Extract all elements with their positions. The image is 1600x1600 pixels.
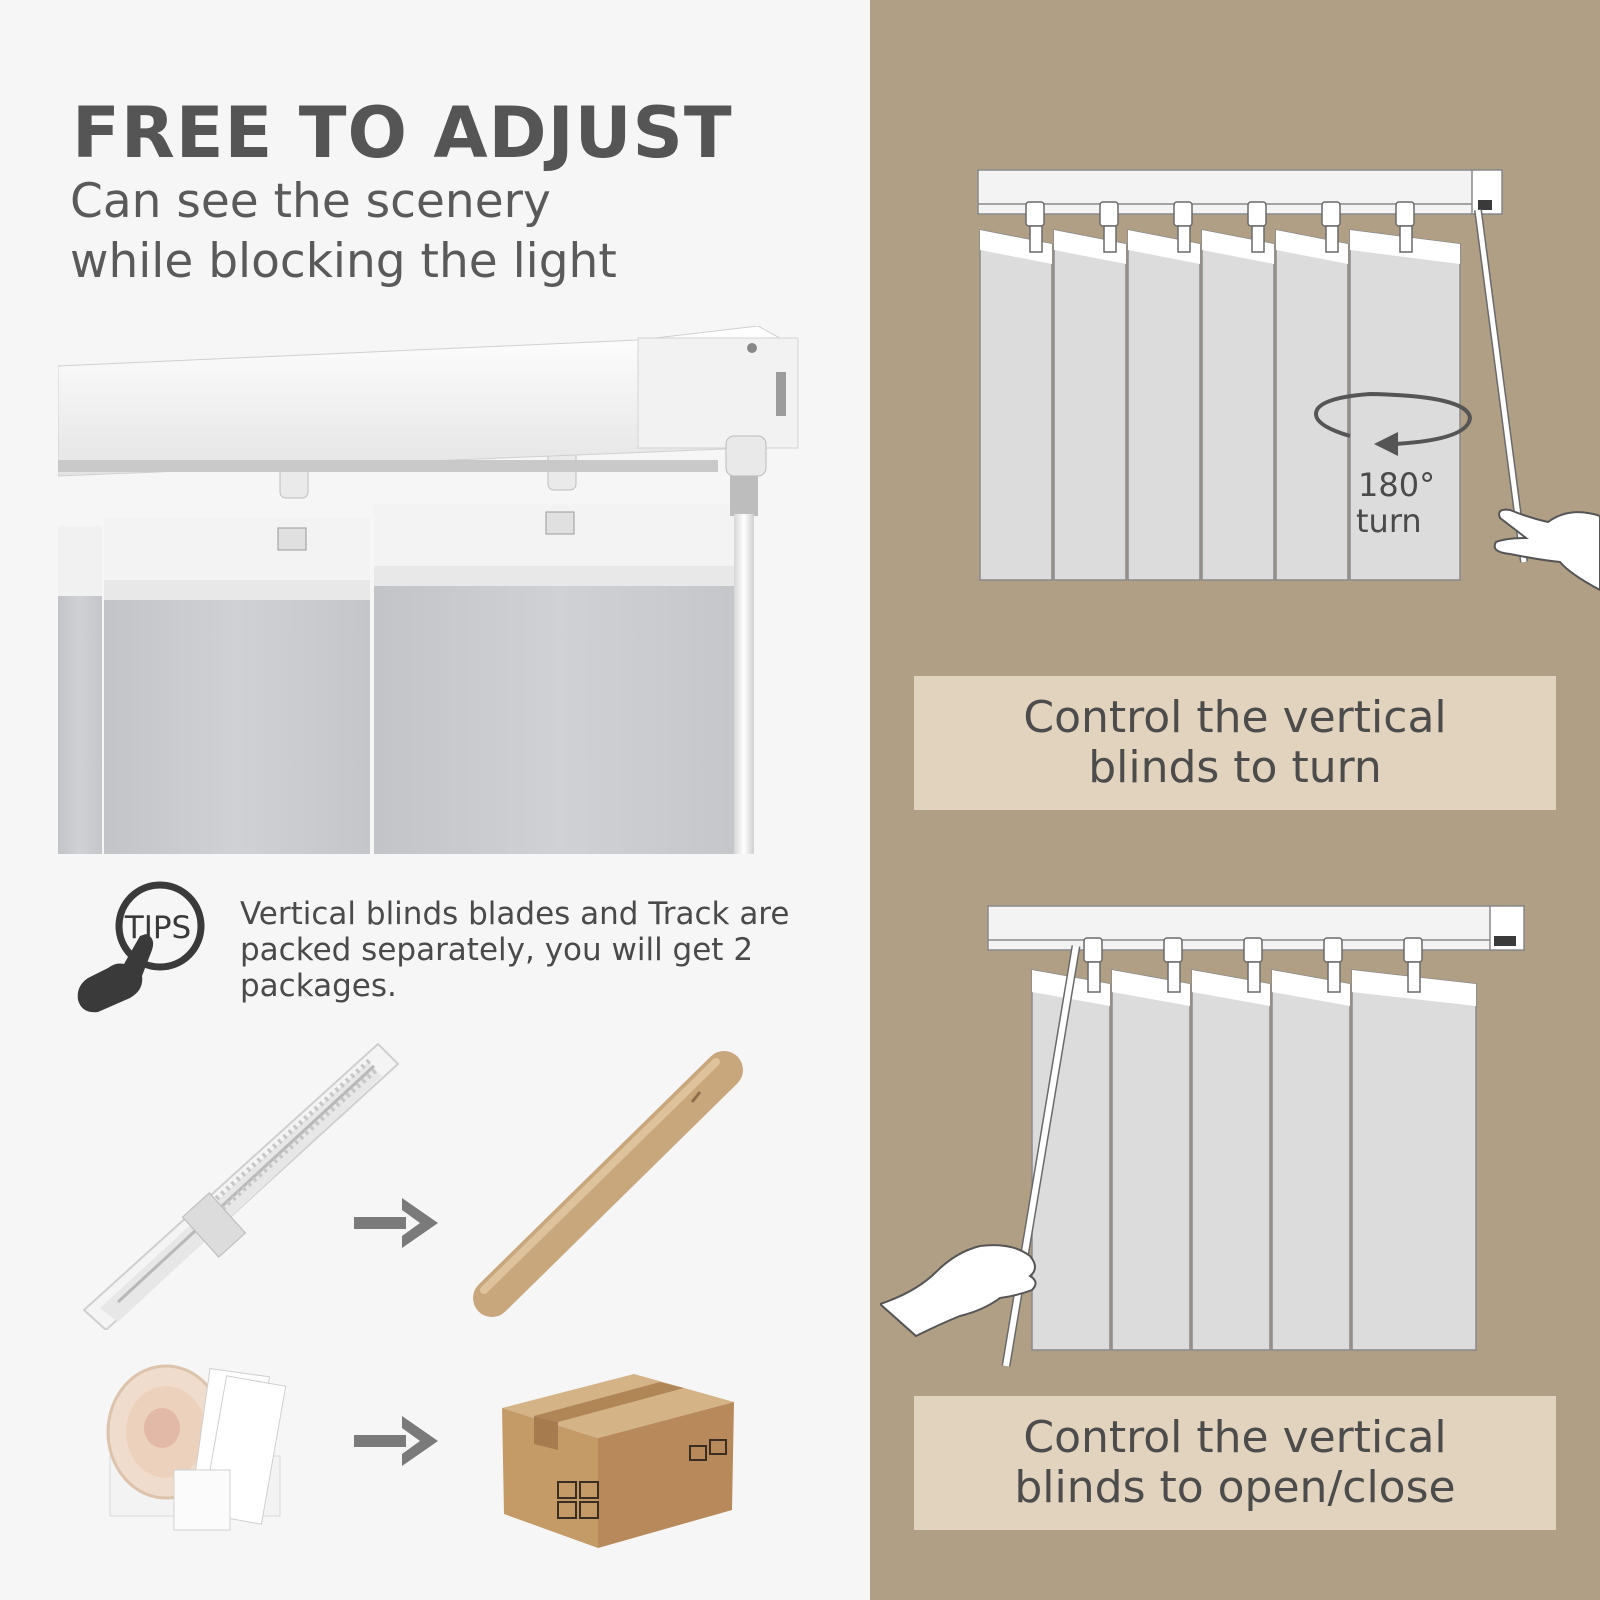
blades-roll-image xyxy=(106,1364,287,1531)
shipping-tube-image xyxy=(473,1051,743,1317)
subheadline-line-2: while blocking the light xyxy=(70,234,617,289)
arrow-right-icon xyxy=(354,1198,438,1248)
turn-caption-line-2: blinds to turn xyxy=(1088,742,1382,793)
open-close-diagram xyxy=(880,905,1525,1367)
open-close-caption-box: Control the vertical blinds to open/clos… xyxy=(914,1396,1556,1530)
headline: FREE TO ADJUST xyxy=(72,92,733,174)
tips-hand-icon: TIPS xyxy=(77,881,205,1013)
tips-icon-label: TIPS xyxy=(124,910,191,946)
hand-icon xyxy=(880,1244,1037,1338)
turn-caption-box: Control the vertical blinds to turn xyxy=(914,676,1556,810)
rotate-arrow-icon xyxy=(1313,391,1473,456)
turn-word-label: turn xyxy=(1356,502,1422,540)
track-product-image xyxy=(82,1042,400,1330)
open-close-caption-line-1: Control the vertical xyxy=(1023,1412,1447,1463)
arrow-right-icon xyxy=(354,1416,438,1466)
tips-text: Vertical blinds blades and Track are pac… xyxy=(240,896,790,1004)
cardboard-box-image xyxy=(502,1374,734,1548)
turn-degrees-label: 180° xyxy=(1358,466,1435,504)
open-close-caption-line-2: blinds to open/close xyxy=(1014,1462,1456,1513)
blinds-closeup-photo xyxy=(58,326,799,854)
hand-icon xyxy=(1493,508,1600,592)
turn-diagram: 180° turn xyxy=(977,169,1600,592)
turn-caption-line-1: Control the vertical xyxy=(1023,692,1447,743)
subheadline-line-1: Can see the scenery xyxy=(70,174,551,229)
